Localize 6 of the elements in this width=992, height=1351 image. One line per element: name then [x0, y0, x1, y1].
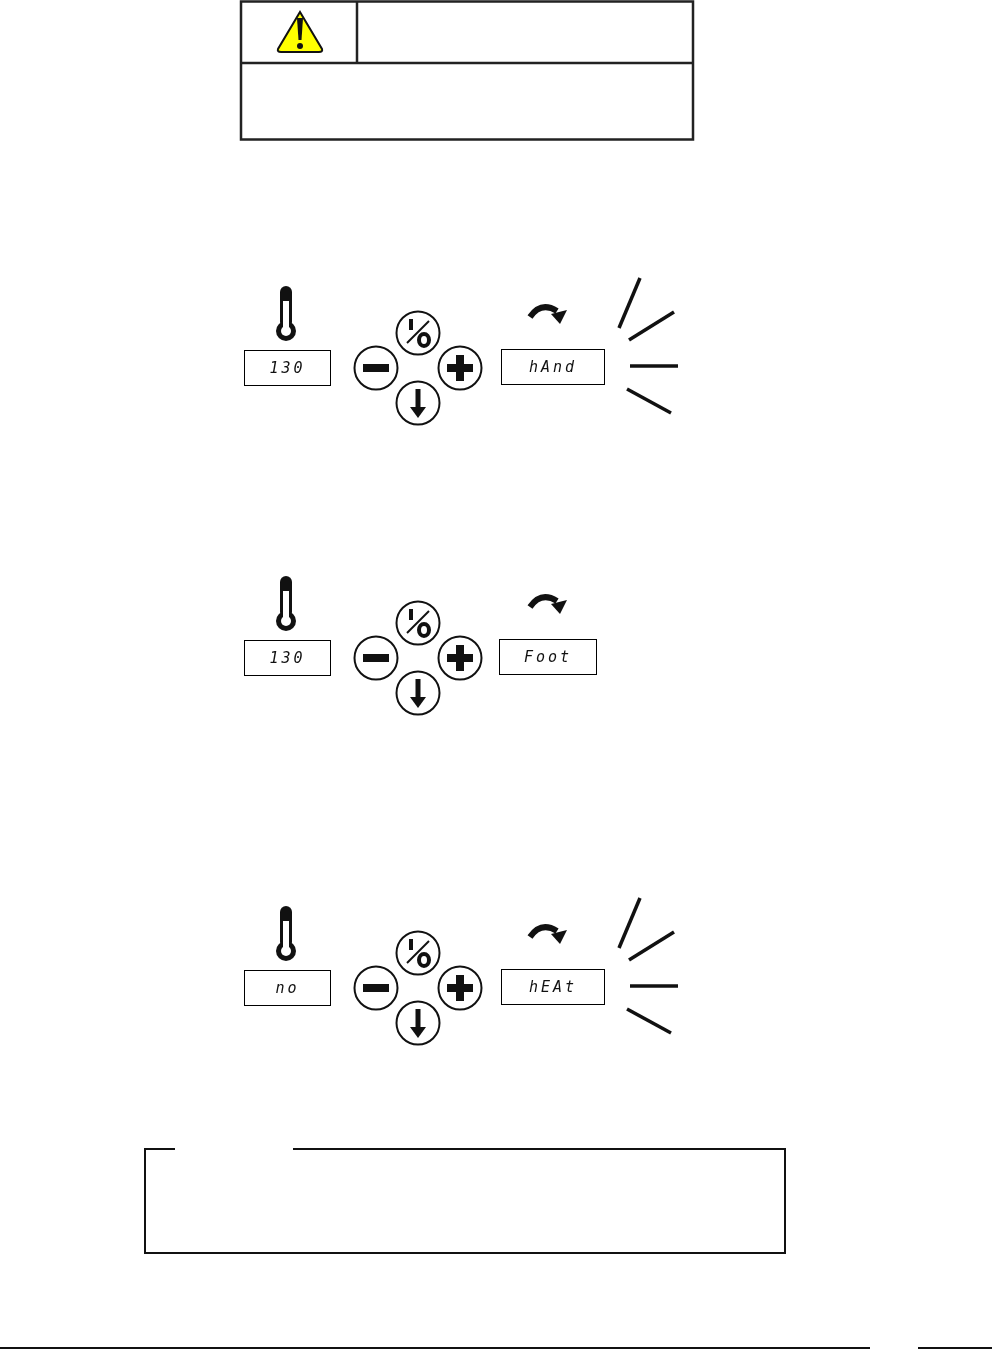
lcd-display: hEAt: [501, 969, 605, 1005]
lcd-display: 130: [244, 640, 331, 676]
lcd-display: 130: [244, 350, 331, 386]
lcd-display: no: [244, 970, 331, 1006]
lcd-display: Foot: [499, 639, 597, 675]
lcd-display: hAnd: [501, 349, 605, 385]
